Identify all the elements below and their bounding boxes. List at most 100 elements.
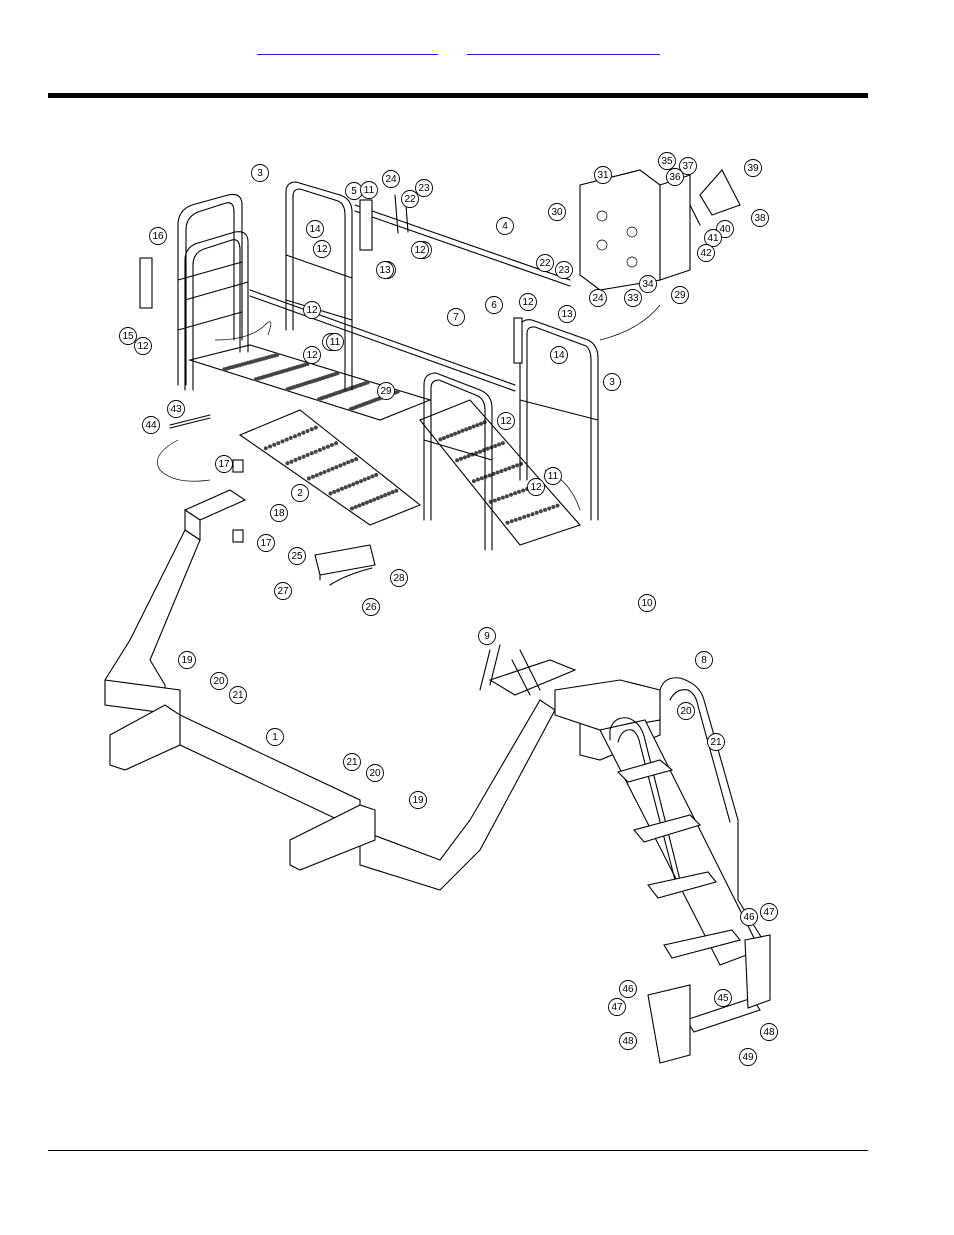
callout-circle [291,484,309,502]
deck-perforation [365,380,370,385]
deck-perforation [322,470,327,474]
callout-38: 38 [751,209,769,227]
callout-label: 47 [611,1002,623,1013]
callout-circle [697,244,715,262]
callout-42: 42 [697,244,715,262]
deck-perforation [343,485,348,490]
callout-circle [303,301,321,319]
deck-perforation [297,456,302,461]
header-link-2[interactable] [467,40,660,55]
callout-3: 3 [251,164,269,182]
deck-perforation [280,439,285,444]
callout-circle [313,240,331,258]
callout-label: 48 [763,1027,775,1038]
deck-perforation [483,474,488,479]
callout-circle [134,337,152,355]
callout-label: 12 [522,297,534,308]
callout-label: 43 [170,404,182,415]
callout-circle [519,293,537,311]
deck-perforation [288,435,293,440]
deck-perforation [478,449,482,454]
deck-perforation [449,433,454,438]
callout-13: 13 [376,261,394,279]
callout-label: 30 [551,207,563,218]
callout-label: 46 [622,984,634,995]
deck-perforation [263,446,268,451]
callout-14: 14 [306,220,324,238]
callout-12: 12 [303,301,321,319]
callout-circle [326,333,344,351]
deck-perforation [310,474,315,479]
callout-label: 9 [484,631,490,642]
deck-perforation [325,444,330,449]
callout-circle [671,286,689,304]
callout-47: 47 [608,998,626,1016]
deck-perforation [500,495,505,500]
callout-label: 27 [277,586,289,597]
callout-4: 4 [496,217,514,235]
callout-label: 3 [609,377,615,388]
callout-circle [714,989,732,1007]
deck-perforation [293,458,298,462]
deck-perforation [317,448,322,452]
callout-24: 24 [382,170,400,188]
callout-label: 14 [309,224,321,235]
deck-perforation [375,496,380,501]
callout-label: 24 [385,174,397,185]
callout-36: 36 [666,168,684,186]
callout-11: 11 [326,333,344,351]
header-rule [48,93,868,98]
callout-label: 44 [145,420,157,431]
deck-perforation [329,443,334,447]
deck-perforation [355,480,360,485]
deck-perforation [505,520,510,525]
deck-perforation [464,427,469,432]
deck-perforation [459,456,463,461]
callout-label: 23 [558,265,570,276]
footer-rule [48,1150,868,1151]
callout-label: 7 [453,312,459,323]
callout-26: 26 [362,598,380,616]
callout-circle [229,686,247,704]
callout-circle [695,651,713,669]
callout-label: 22 [404,194,416,205]
callout-24: 24 [589,289,607,307]
callout-circle [594,166,612,184]
callout-circle [447,308,465,326]
callout-44: 44 [142,416,160,434]
deck-perforation [346,460,351,465]
callout-label: 12 [414,245,426,256]
callout-circle [608,998,626,1016]
callout-label: 46 [743,912,755,923]
callout-circle [619,1032,637,1050]
deck-perforation [306,476,311,481]
deck-perforation [475,477,480,482]
deck-perforation [370,474,375,479]
deck-perforation [467,426,472,430]
deck-perforation [305,453,310,457]
callout-12: 12 [519,293,537,311]
callout-5: 5 [345,182,363,200]
deck-perforation [497,442,501,447]
deck-perforation [543,507,547,512]
deck-perforation [301,430,306,435]
deck-perforation [500,441,505,446]
callout-circle [589,289,607,307]
deck-perforation [357,503,362,508]
deck-perforation [479,476,484,481]
callout-12: 12 [303,346,321,364]
callout-label: 15 [122,331,134,342]
header-link-1[interactable] [257,40,438,55]
callout-circle [478,627,496,645]
callout-label: 16 [152,231,164,242]
callout-label: 42 [700,248,712,259]
callout-12: 12 [134,337,152,355]
callout-20: 20 [366,764,384,782]
deck-perforation [526,513,531,518]
callout-21: 21 [707,733,725,751]
deck-perforation [309,427,314,432]
deck-perforation [374,472,379,477]
callout-circle [266,728,284,746]
callout-label: 38 [754,213,766,224]
callout-17: 17 [215,455,233,473]
